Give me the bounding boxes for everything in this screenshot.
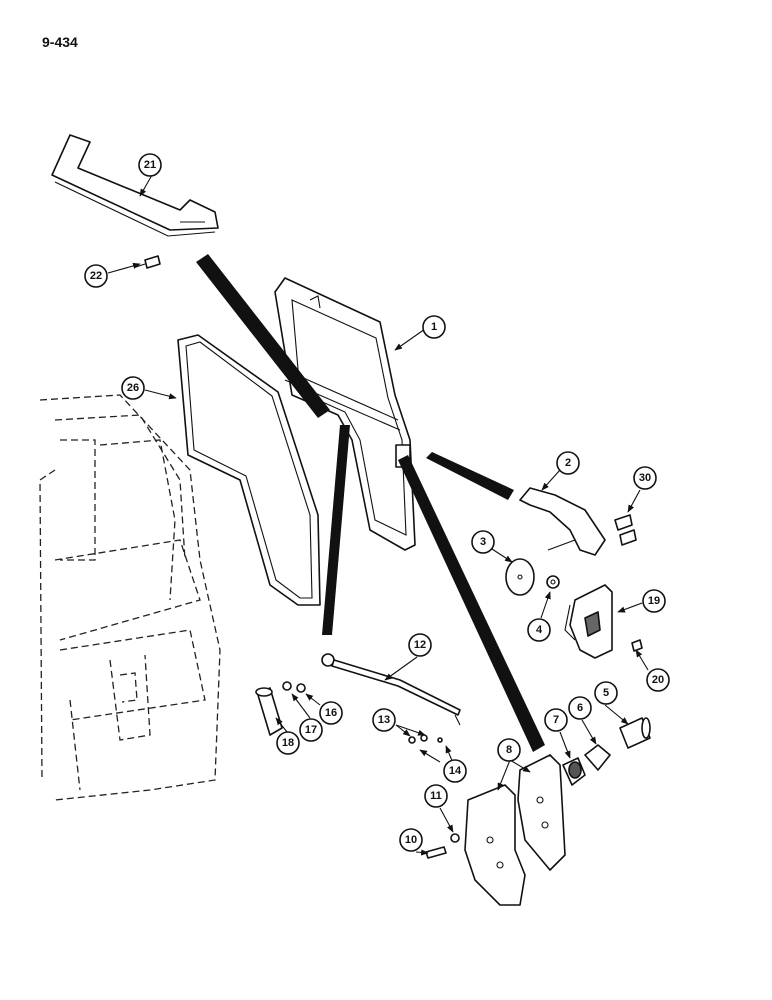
svg-text:7: 7 (553, 714, 559, 726)
svg-text:19: 19 (648, 595, 660, 607)
callout-18: 18 (276, 731, 300, 755)
callout-19: 19 (642, 589, 666, 613)
callout-20: 20 (646, 668, 670, 692)
callout-30: 30 (633, 466, 657, 490)
callout-3: 3 (471, 530, 495, 554)
sleeve (619, 717, 651, 749)
callout-7: 7 (544, 708, 568, 732)
callout-6: 6 (568, 696, 592, 720)
svg-text:16: 16 (325, 707, 337, 719)
callout-4: 4 (527, 618, 551, 642)
grab-handle (51, 134, 219, 237)
mounting-plate (464, 754, 566, 906)
svg-text:17: 17 (305, 724, 317, 736)
callout-16: 16 (319, 701, 343, 725)
leader-lines (107, 174, 649, 856)
knob (255, 687, 283, 736)
callout-12: 12 (408, 633, 432, 657)
nut (546, 575, 560, 589)
indicator-lines (196, 254, 545, 752)
svg-text:5: 5 (603, 687, 609, 699)
svg-text:12: 12 (414, 639, 426, 651)
cab-frame-outline (39, 394, 221, 801)
svg-text:26: 26 (127, 382, 139, 394)
svg-text:13: 13 (378, 714, 390, 726)
callout-22: 22 (84, 264, 108, 288)
callout-26: 26 (121, 376, 145, 400)
callout-2: 2 (556, 451, 580, 475)
svg-text:14: 14 (449, 765, 462, 777)
bolt (425, 846, 447, 859)
svg-text:20: 20 (652, 674, 664, 686)
nut (450, 833, 460, 843)
callout-13: 13 (372, 708, 396, 732)
callout-11: 11 (424, 784, 448, 808)
svg-text:6: 6 (577, 702, 583, 714)
svg-text:11: 11 (430, 790, 442, 802)
washer-plate (505, 558, 535, 596)
callout-21: 21 (138, 153, 162, 177)
svg-text:2: 2 (565, 457, 571, 469)
svg-text:21: 21 (144, 159, 156, 171)
svg-text:3: 3 (480, 536, 486, 548)
svg-text:4: 4 (536, 624, 543, 636)
callout-1: 1 (422, 315, 446, 339)
svg-text:18: 18 (282, 737, 294, 749)
callout-5: 5 (594, 681, 618, 705)
callout-14: 14 (443, 759, 467, 783)
svg-text:1: 1 (431, 321, 437, 333)
lock-plate (584, 744, 611, 771)
latch-rod (321, 653, 461, 726)
washer (282, 681, 306, 693)
svg-text:10: 10 (405, 834, 417, 846)
svg-text:8: 8 (506, 744, 512, 756)
callout-8: 8 (497, 738, 521, 762)
callout-10: 10 (399, 828, 423, 852)
keys (614, 514, 637, 546)
door-latch (564, 584, 613, 659)
clips (408, 734, 443, 744)
screw (135, 255, 161, 269)
lock-cylinder (562, 757, 586, 786)
door-seal (177, 334, 321, 606)
svg-text:30: 30 (639, 472, 651, 484)
svg-text:22: 22 (90, 270, 102, 282)
page-number: 9-434 (42, 34, 78, 50)
callout-17: 17 (299, 718, 323, 742)
door-handle (519, 487, 606, 556)
screw (631, 639, 643, 652)
